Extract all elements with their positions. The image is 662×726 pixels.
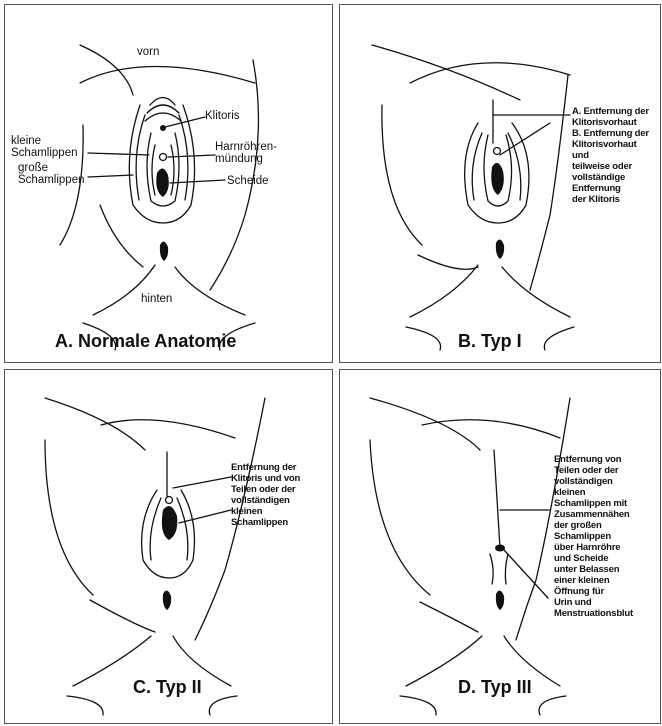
- panel-title-c: C. Typ II: [133, 677, 202, 698]
- typ1-line-5: und: [572, 150, 649, 161]
- typ3-line-10: und Scheide: [554, 553, 633, 564]
- typ2-line-5: kleinen: [231, 506, 300, 517]
- typ3-line-1: Entfernung von: [554, 454, 633, 465]
- typ1-line-8: Entfernung: [572, 183, 649, 194]
- typ3-line-4: kleinen: [554, 487, 633, 498]
- typ2-line-3: Teilen oder der: [231, 484, 300, 495]
- typ1-line-7: vollständige: [572, 172, 649, 183]
- label-vorn: vorn: [137, 46, 159, 58]
- panel-title-a: A. Normale Anatomie: [55, 331, 236, 352]
- description-typ-1: A. Entfernung der Klitorisvorhaut B. Ent…: [572, 106, 649, 205]
- typ3-line-15: Menstruationsblut: [554, 608, 633, 619]
- typ3-line-9: über Harnröhre: [554, 542, 633, 553]
- label-harnroehrenmuendung: Harnröhren- mündung: [215, 141, 277, 165]
- typ3-line-11: unter Belassen: [554, 564, 633, 575]
- label-grosse-line1: große: [18, 162, 84, 174]
- typ3-line-13: Öffnung für: [554, 586, 633, 597]
- panel-title-d: D. Typ III: [458, 677, 532, 698]
- typ1-line-2: Klitorisvorhaut: [572, 117, 649, 128]
- description-typ-3: Entfernung von Teilen oder der vollständ…: [554, 454, 633, 619]
- label-scheide: Scheide: [227, 175, 269, 187]
- label-hinten: hinten: [141, 293, 172, 305]
- description-typ-2: Entfernung der Klitoris und von Teilen o…: [231, 462, 300, 528]
- typ3-line-14: Urin und: [554, 597, 633, 608]
- typ3-line-5: Schamlippen mit: [554, 498, 633, 509]
- typ1-line-6: teilweise oder: [572, 161, 649, 172]
- typ3-line-3: vollständigen: [554, 476, 633, 487]
- illustration-typ-2: [5, 370, 334, 725]
- label-harn-line2: mündung: [215, 153, 277, 165]
- panel-normal-anatomy: vorn Klitoris kleine Schamlippen große S…: [4, 4, 333, 363]
- label-grosse-schamlippen: große Schamlippen: [18, 162, 84, 186]
- typ3-line-2: Teilen oder der: [554, 465, 633, 476]
- label-grosse-line2: Schamlippen: [18, 174, 84, 186]
- typ2-line-1: Entfernung der: [231, 462, 300, 473]
- panel-typ-3: Entfernung von Teilen oder der vollständ…: [339, 369, 661, 724]
- panel-typ-2: Entfernung der Klitoris und von Teilen o…: [4, 369, 333, 724]
- typ3-line-6: Zusammennähen: [554, 509, 633, 520]
- panel-title-b: B. Typ I: [458, 331, 522, 352]
- typ1-line-4: Klitorisvorhaut: [572, 139, 649, 150]
- label-kleine-line2: Schamlippen: [11, 147, 77, 159]
- typ2-line-6: Schamlippen: [231, 517, 300, 528]
- typ1-line-9: der Klitoris: [572, 194, 649, 205]
- typ2-line-2: Klitoris und von: [231, 473, 300, 484]
- typ3-line-7: der großen: [554, 520, 633, 531]
- typ2-line-4: vollständigen: [231, 495, 300, 506]
- label-kleine-schamlippen: kleine Schamlippen: [11, 135, 77, 159]
- typ3-line-12: einer kleinen: [554, 575, 633, 586]
- label-klitoris: Klitoris: [205, 110, 240, 122]
- typ3-line-8: Schamlippen: [554, 531, 633, 542]
- label-harn-line1: Harnröhren-: [215, 141, 277, 153]
- typ1-line-3: B. Entfernung der: [572, 128, 649, 139]
- label-kleine-line1: kleine: [11, 135, 77, 147]
- typ1-line-1: A. Entfernung der: [572, 106, 649, 117]
- panel-typ-1: A. Entfernung der Klitorisvorhaut B. Ent…: [339, 4, 661, 363]
